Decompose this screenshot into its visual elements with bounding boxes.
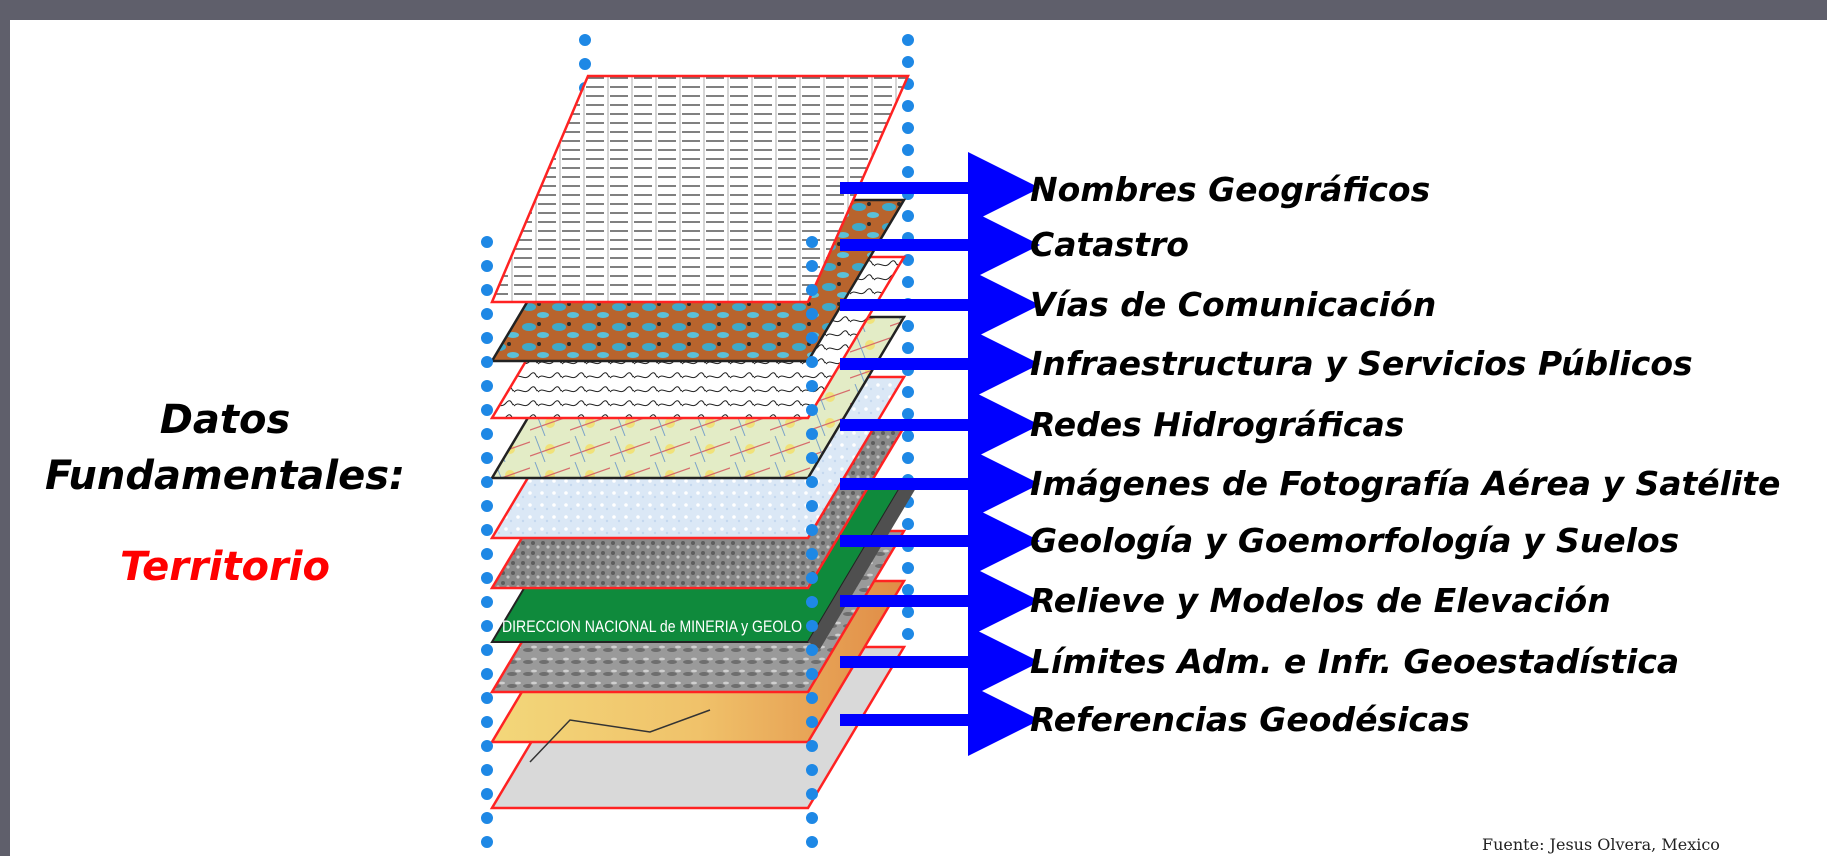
label-imagery: Imágenes de Fotografía Aérea y Satélite <box>1030 464 1781 503</box>
label-geographic-names: Nombres Geográficos <box>1030 170 1431 209</box>
geology-banner-text: DIRECCION NACIONAL de MINERIA y GEOLO <box>502 617 802 636</box>
label-admin-limits: Límites Adm. e Infr. Geoestadística <box>1030 642 1680 681</box>
geology-layer-edge <box>808 481 916 649</box>
label-cadastre: Catastro <box>1030 225 1189 264</box>
layer-stack-diagram: DIRECCION NACIONAL de MINERIA y GEOLO <box>481 34 1040 856</box>
layer-plane-geographic-names <box>490 74 910 304</box>
label-relief: Relieve y Modelos de Elevación <box>1030 581 1611 620</box>
label-infrastructure: Infraestructura y Servicios Públicos <box>1030 344 1693 383</box>
label-geology: Geología y Goemorfología y Suelos <box>1030 521 1680 560</box>
label-geodetic: Referencias Geodésicas <box>1030 700 1470 739</box>
label-hydrography: Redes Hidrográficas <box>1030 405 1405 444</box>
label-roads: Vías de Comunicación <box>1030 285 1437 324</box>
admin-boundary-line <box>529 709 711 763</box>
source-credit: Fuente: Jesus Olvera, Mexico <box>1482 835 1720 854</box>
subject-label: Territorio <box>120 544 330 590</box>
